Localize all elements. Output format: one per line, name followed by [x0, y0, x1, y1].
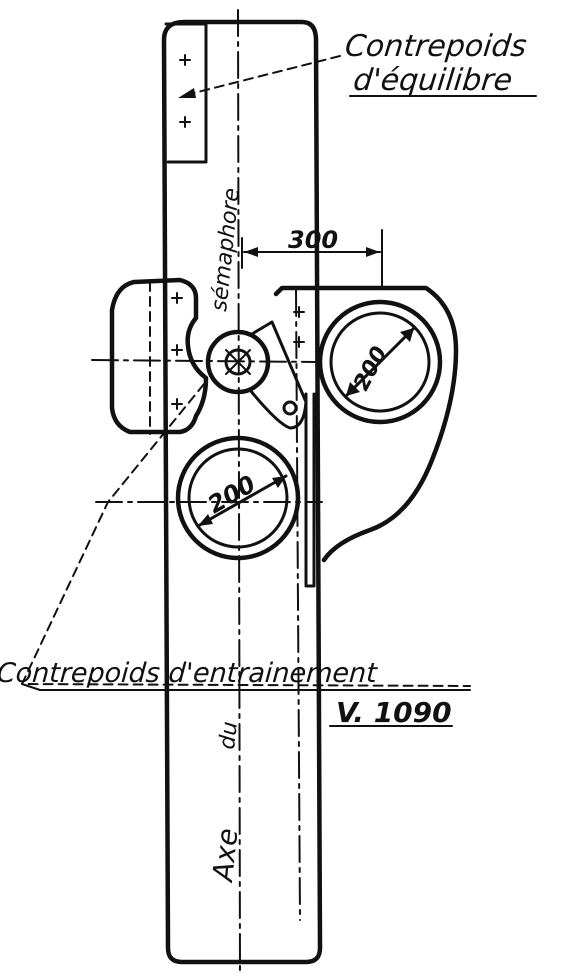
plus-marks-left — [171, 292, 183, 410]
upper-right-ring-inner — [329, 311, 431, 413]
lower-arrow-a — [198, 514, 213, 526]
leader-balance — [181, 55, 341, 97]
label-dim-300: 300 — [288, 226, 338, 254]
crank-pin — [282, 400, 298, 416]
lower-ring-inner — [187, 447, 289, 549]
label-balance-line1: Contrepoids — [343, 29, 528, 64]
leader-drive — [21, 383, 471, 687]
label-drive-counterweight: Contrepoids d'entrainement — [0, 658, 379, 689]
upper-right-ring-outer — [317, 299, 443, 425]
upper-right-arrow-b — [400, 328, 414, 342]
label-diameter-right: 200 — [349, 343, 393, 395]
mast-axis-line — [237, 9, 241, 976]
pivot-cross-b — [225, 349, 251, 375]
label-axis-word2: du — [215, 720, 243, 750]
pivot-horizontal-centerline — [91, 359, 321, 363]
leader-balance-arrowhead — [178, 88, 196, 98]
right-bracket-plate — [273, 285, 459, 563]
label-balance-line2: d'équilibre — [352, 63, 514, 98]
lower-arrow-b — [272, 476, 286, 488]
upper-right-diameter-line — [344, 326, 416, 398]
pivot-hub — [205, 329, 271, 395]
label-underline-drive — [21, 683, 471, 691]
drive-counterweight — [109, 277, 209, 435]
balance-counterweight-block — [164, 22, 208, 164]
dim-300-arrow-left — [244, 247, 258, 257]
lower-ring-outer — [175, 435, 301, 561]
upper-right-arrow-a — [346, 382, 360, 396]
label-axis-word1: Axe — [206, 827, 245, 885]
connecting-rod — [304, 392, 316, 588]
pivot-hub-inner — [224, 348, 252, 376]
plus-marks-top — [179, 54, 191, 128]
rod-centerline — [295, 289, 301, 921]
dim-300-arrow-right — [366, 247, 380, 257]
semaphore-mast — [161, 19, 323, 965]
label-diameter-lower: 200 — [203, 470, 260, 519]
label-reference: V. 1090 — [336, 696, 452, 729]
